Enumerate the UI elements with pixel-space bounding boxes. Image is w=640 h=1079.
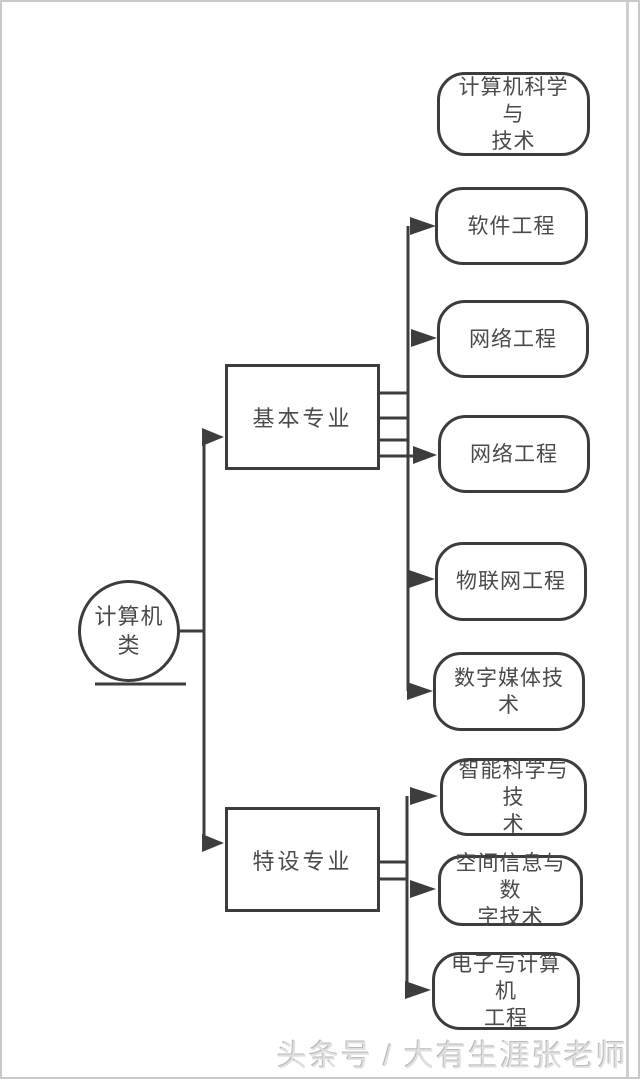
node-iot-eng: 物联网工程 (435, 542, 587, 621)
connector-basic-stubs (380, 391, 416, 458)
node-digital-media-label: 数字媒体技术 (454, 666, 564, 717)
right-edge-rule (626, 0, 629, 1079)
watermark-text: 头条号 / 大有生涯张老师 (276, 1040, 628, 1073)
node-software-eng-label: 软件工程 (467, 214, 556, 238)
connector-special-stubs (380, 860, 408, 881)
node-iot-eng-label: 物联网工程 (456, 570, 566, 593)
node-basic-majors-label: 基本专业 (252, 406, 353, 431)
node-network-eng-1-label: 网络工程 (469, 327, 557, 351)
connector-root-to-groups (180, 437, 206, 843)
arrowhead-to-intelligent-science (410, 787, 438, 805)
arrowhead-to-digital-media (407, 682, 433, 700)
node-intelligent-science-label: 智能科学与技 术 (458, 758, 569, 836)
arrowhead-to-spatial-info (410, 880, 436, 898)
connector-lines (95, 226, 416, 990)
arrowhead-to-network-eng-2 (413, 446, 437, 464)
node-network-eng-1: 网络工程 (437, 300, 589, 378)
arrowhead-to-iot-eng (409, 570, 435, 588)
node-electronic-computer-label: 电子与计算机 工程 (451, 952, 561, 1030)
node-computer-science-tech-label: 计算机科学与 技术 (458, 75, 569, 153)
node-spatial-info-label: 空间信息与数 字技术 (455, 852, 566, 929)
arrowhead-to-basic (202, 428, 224, 446)
node-basic-majors: 基本专业 (225, 364, 380, 470)
node-computer-category-label: 计算机 类 (94, 604, 164, 658)
node-computer-category: 计算机 类 (78, 580, 180, 682)
node-special-majors-label: 特设专业 (252, 848, 353, 874)
connector-arrowheads (202, 217, 438, 999)
node-software-eng: 软件工程 (435, 187, 588, 265)
node-computer-science-tech: 计算机科学与 技术 (437, 72, 590, 156)
node-network-eng-2-label: 网络工程 (470, 442, 558, 466)
arrowhead-to-electronic-computer (405, 981, 431, 999)
arrowhead-to-software-eng (410, 217, 436, 235)
node-digital-media: 数字媒体技术 (433, 652, 585, 731)
node-special-majors: 特设专业 (225, 807, 380, 912)
node-spatial-info: 空间信息与数 字技术 (438, 852, 583, 929)
node-network-eng-2: 网络工程 (438, 415, 590, 493)
node-intelligent-science: 智能科学与技 术 (440, 758, 587, 836)
arrowhead-to-special (202, 834, 224, 852)
node-electronic-computer: 电子与计算机 工程 (432, 952, 580, 1030)
arrowhead-to-network-eng-1 (411, 329, 437, 347)
